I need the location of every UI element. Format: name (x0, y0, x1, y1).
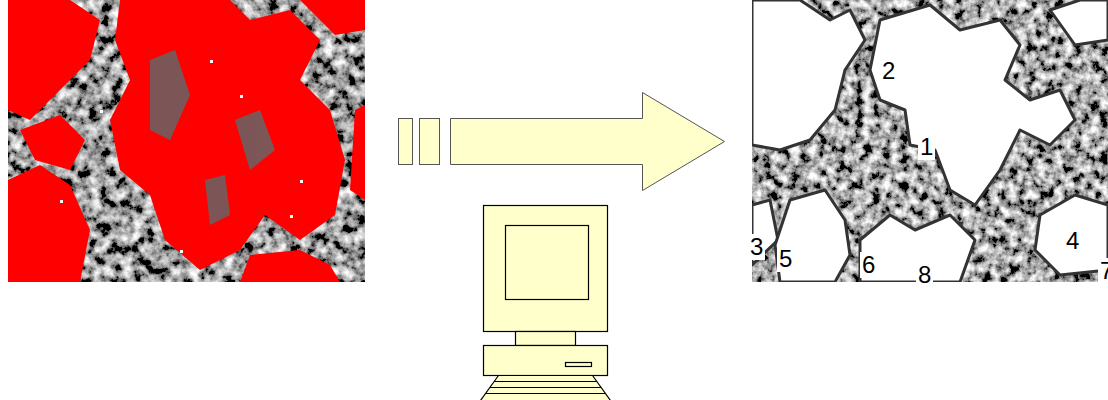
callout-number: 2 (880, 58, 897, 84)
callout-number: 6 (860, 252, 877, 278)
callout-number: 4 (1064, 228, 1081, 254)
callout-number: 7 (1098, 258, 1108, 284)
segmented-image (8, 0, 365, 282)
callout-number: 8 (916, 262, 933, 288)
computer-icon (481, 206, 611, 400)
labeled-result-image (752, 0, 1108, 282)
callout-number: 5 (777, 246, 794, 272)
callout-number: 1 (918, 134, 935, 160)
process-arrow (399, 93, 725, 191)
callout-number: 3 (748, 234, 765, 260)
